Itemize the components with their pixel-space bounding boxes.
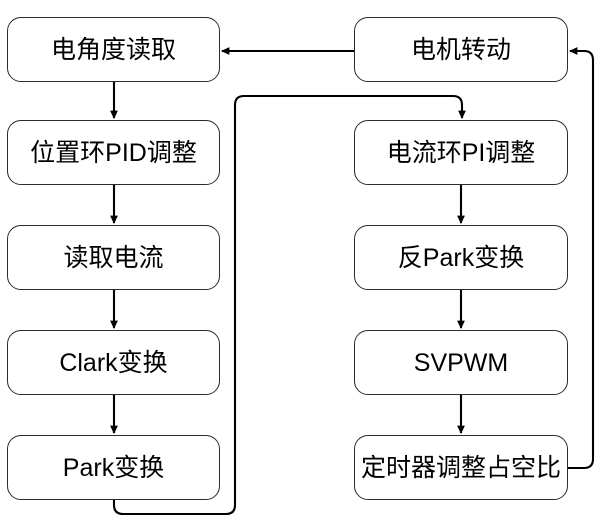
node-clark-transform-label: Clark变换 <box>59 348 168 377</box>
edge-timer-duty-to-motor-run <box>568 47 595 470</box>
node-svpwm-label: SVPWM <box>413 348 509 377</box>
node-angle-read-label: 电角度读取 <box>50 35 176 64</box>
node-svpwm[interactable]: SVPWM <box>354 330 568 395</box>
node-read-current-label: 读取电流 <box>63 243 164 272</box>
node-read-current[interactable]: 读取电流 <box>7 225 220 290</box>
node-timer-duty-cycle[interactable]: 定时器调整占空比 <box>354 435 568 500</box>
node-park-transform-label: Park变换 <box>62 453 165 482</box>
node-position-pid[interactable]: 位置环PID调整 <box>7 120 220 185</box>
node-inverse-park-transform-label: 反Park变换 <box>397 243 525 272</box>
node-park-transform[interactable]: Park变换 <box>7 435 220 500</box>
node-position-pid-label: 位置环PID调整 <box>30 138 197 167</box>
node-current-loop-pi-label: 电流环PI调整 <box>386 138 536 167</box>
node-current-loop-pi[interactable]: 电流环PI调整 <box>354 120 568 185</box>
node-inverse-park-transform[interactable]: 反Park变换 <box>354 225 568 290</box>
node-motor-run-label: 电机转动 <box>410 35 511 64</box>
node-motor-run[interactable]: 电机转动 <box>354 17 568 82</box>
node-clark-transform[interactable]: Clark变换 <box>7 330 220 395</box>
node-timer-duty-cycle-label: 定时器调整占空比 <box>361 453 562 482</box>
node-angle-read[interactable]: 电角度读取 <box>7 17 220 82</box>
